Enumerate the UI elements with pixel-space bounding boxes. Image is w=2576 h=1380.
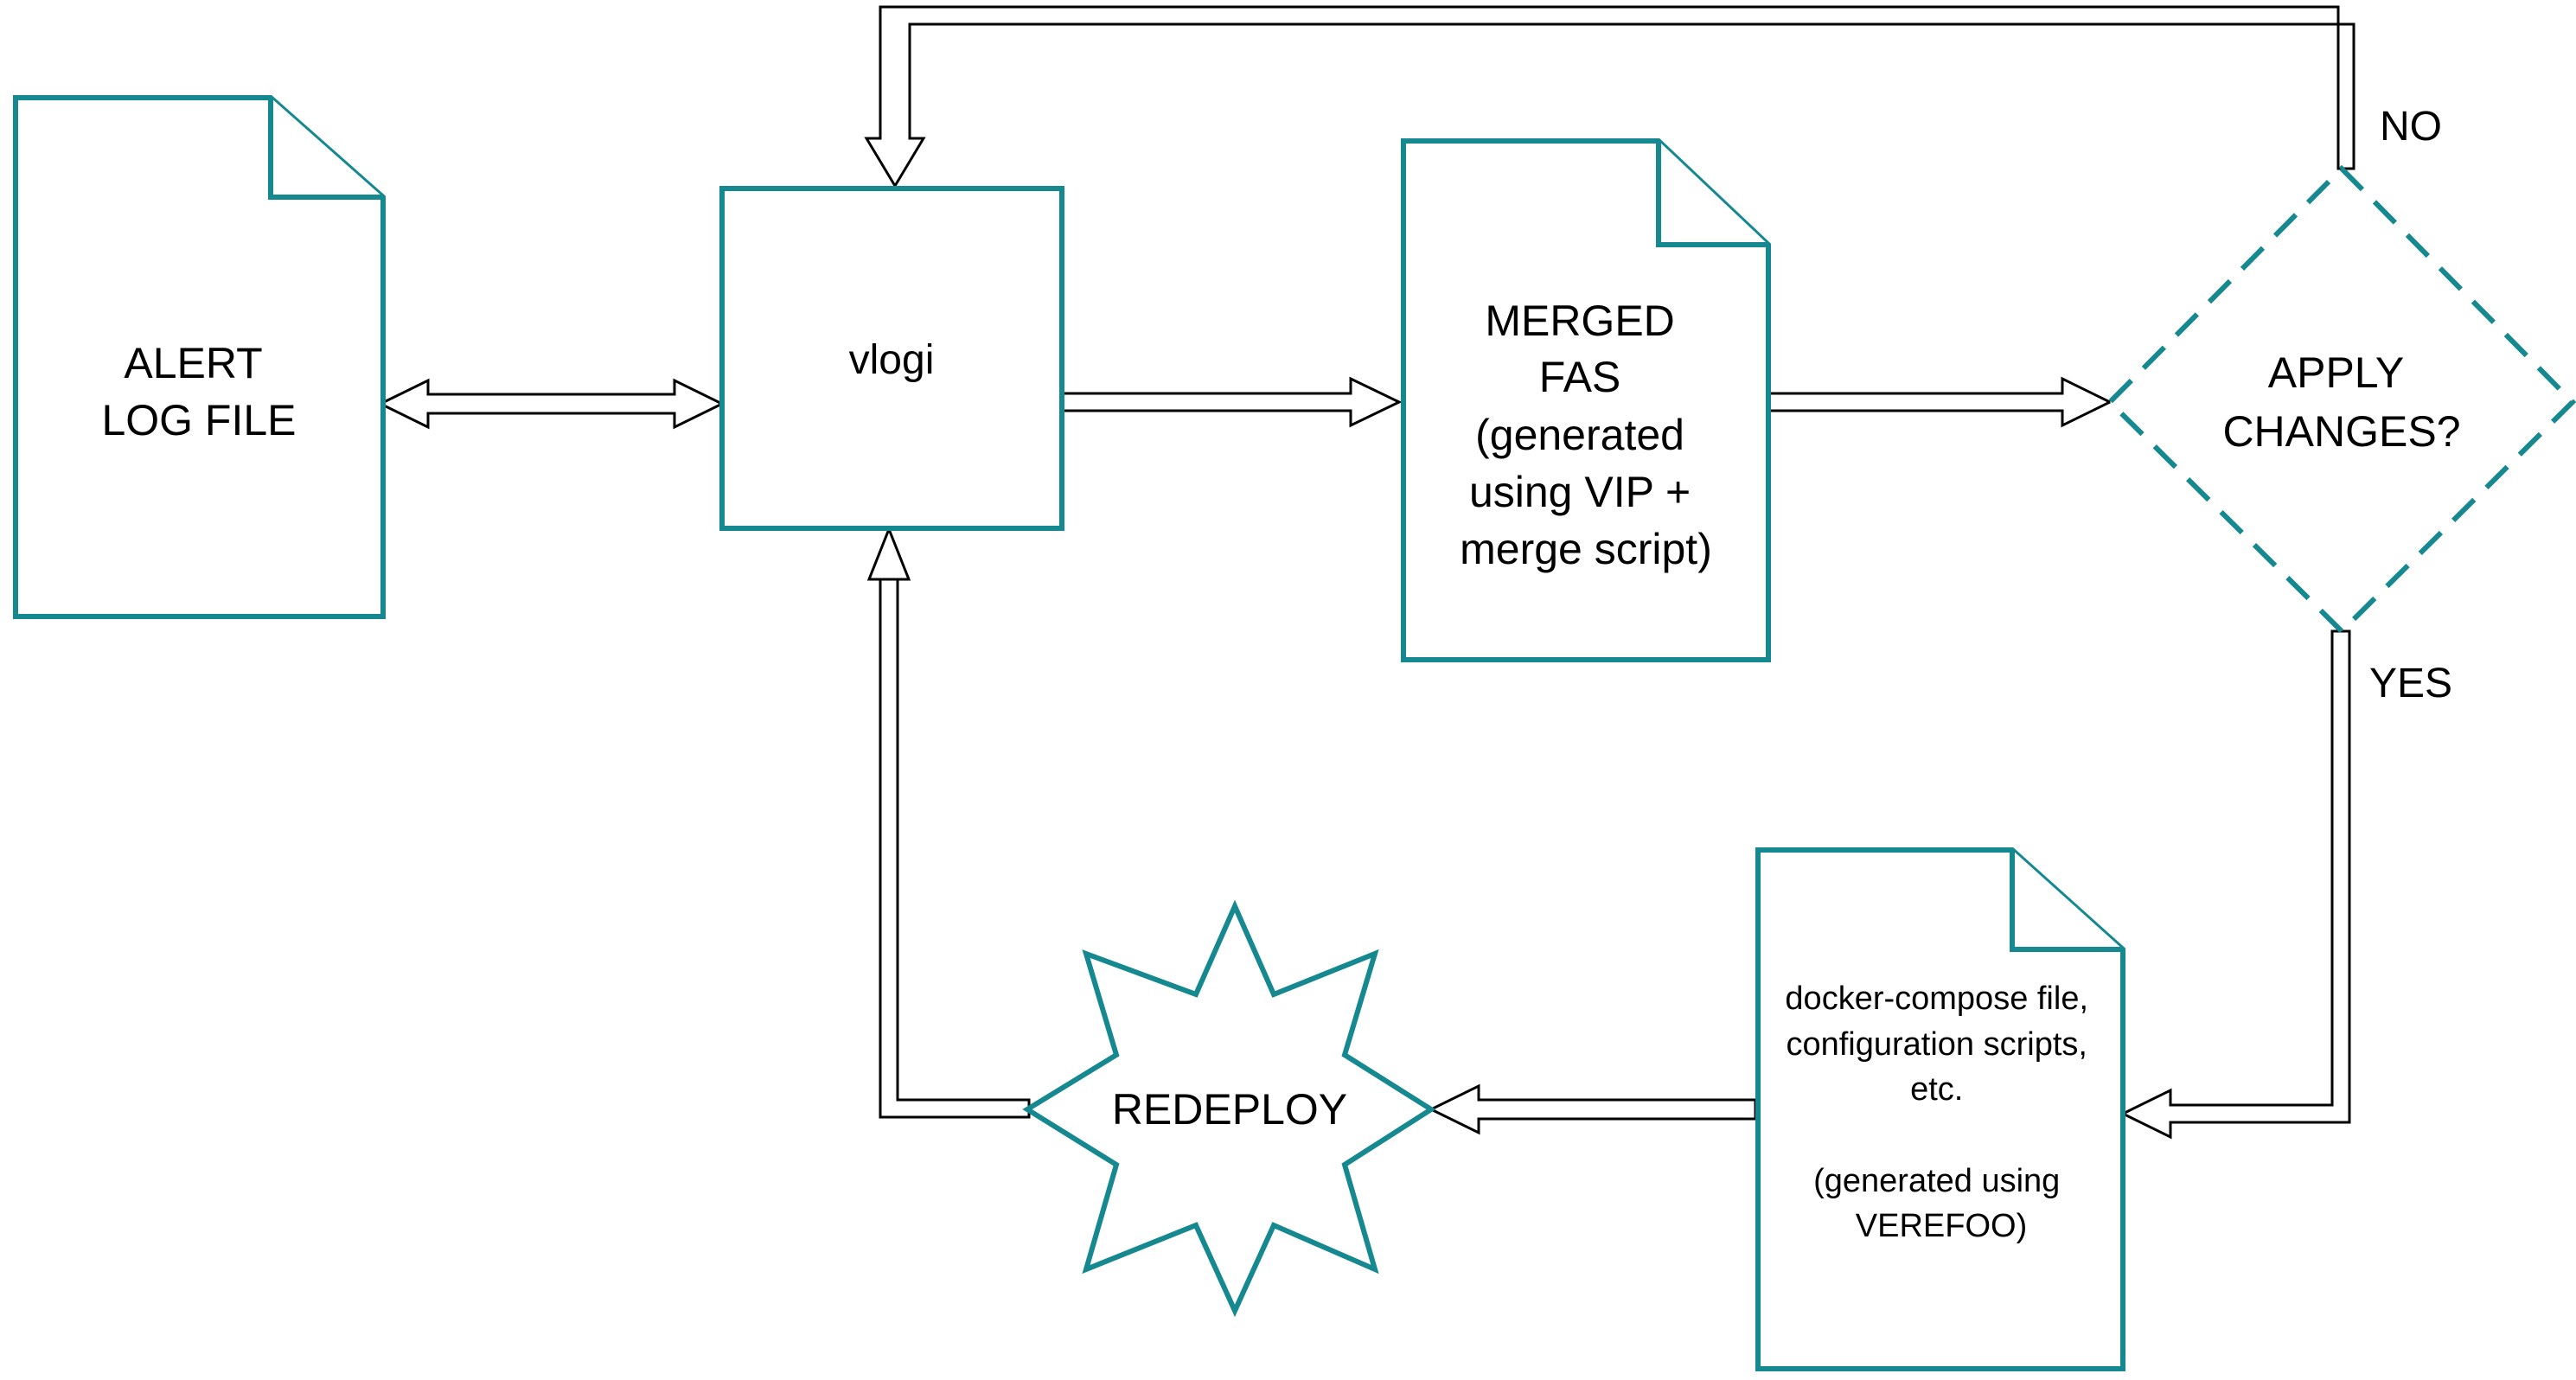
vlogi-node: vlogi	[719, 186, 1064, 531]
apply-changes-label-line-2: CHANGES?	[2222, 407, 2460, 456]
docker-compose-label-line-1: docker-compose file,	[1785, 981, 2088, 1017]
merged-fas-corner-fold	[1656, 141, 1768, 247]
apply-changes-diamond-shape	[2106, 164, 2576, 636]
alert-log-file-label: ALERT LOG FILE	[101, 339, 296, 444]
docker-compose-label-line-3: etc.	[1910, 1071, 1963, 1108]
merged-fas-label-line-4: using VIP +	[1469, 468, 1691, 516]
vlogi-box-shape	[719, 186, 1064, 531]
redeploy-star-shape	[1022, 899, 1436, 1318]
alert-log-file-node: ALERT LOG FILE	[13, 95, 386, 619]
alert-log-file-corner-fold	[268, 98, 383, 200]
docker-compose-label-line-2: configuration scripts,	[1786, 1026, 2087, 1063]
arrow-no-loop-to-vlogi	[864, 5, 2355, 188]
docker-compose-label-line-5: (generated using	[1813, 1163, 2060, 1199]
merged-fas-node: MERGED FAS (generated using VIP + merge …	[1401, 138, 1771, 662]
merged-fas-label-line-5: merge script)	[1460, 525, 1712, 573]
docker-compose-label-line-6: VEREFOO)	[1856, 1208, 2027, 1244]
merged-fas-label-line-1: MERGED	[1485, 297, 1674, 345]
docker-compose-corner-fold	[2010, 850, 2123, 952]
redeploy-label-line-1: REDEPLOY	[1112, 1085, 1347, 1134]
apply-changes-label: APPLY CHANGES?	[2222, 348, 2460, 456]
merged-fas-label-line-3: (generated	[1475, 411, 1684, 459]
vlogi-label: vlogi	[849, 337, 935, 383]
merged-fas-label-line-2: FAS	[1539, 353, 1620, 401]
merged-fas-label: MERGED FAS (generated using VIP + merge …	[1460, 297, 1712, 573]
docker-compose-label: docker-compose file, configuration scrip…	[1785, 981, 2097, 1244]
edge-label-no: NO	[2380, 104, 2442, 150]
vlogi-label-line-1: vlogi	[849, 337, 935, 383]
merged-fas-document-shape	[1401, 138, 1771, 662]
alert-log-file-label-line-1: ALERT	[124, 339, 262, 387]
apply-changes-label-line-1: APPLY	[2268, 348, 2404, 397]
arrow-alert-vlogi-bidirectional	[377, 378, 725, 430]
arrow-vlogi-to-merged-fas	[1060, 376, 1403, 428]
alert-log-file-document-shape	[13, 95, 386, 619]
arrow-yes-to-docker-compose	[2119, 629, 2351, 1140]
redeploy-node: REDEPLOY	[1022, 899, 1436, 1318]
edge-label-yes: YES	[2369, 661, 2452, 706]
apply-changes-node: APPLY CHANGES?	[2106, 164, 2576, 636]
arrow-docker-compose-to-redeploy	[1428, 1083, 1757, 1135]
arrow-redeploy-to-vlogi	[866, 525, 1031, 1119]
docker-compose-node: docker-compose file, configuration scrip…	[1755, 847, 2125, 1371]
alert-log-file-label-line-2: LOG FILE	[101, 396, 296, 444]
arrow-merged-fas-to-apply	[1767, 376, 2113, 428]
redeploy-label: REDEPLOY	[1112, 1085, 1347, 1134]
docker-compose-document-shape	[1755, 847, 2125, 1371]
